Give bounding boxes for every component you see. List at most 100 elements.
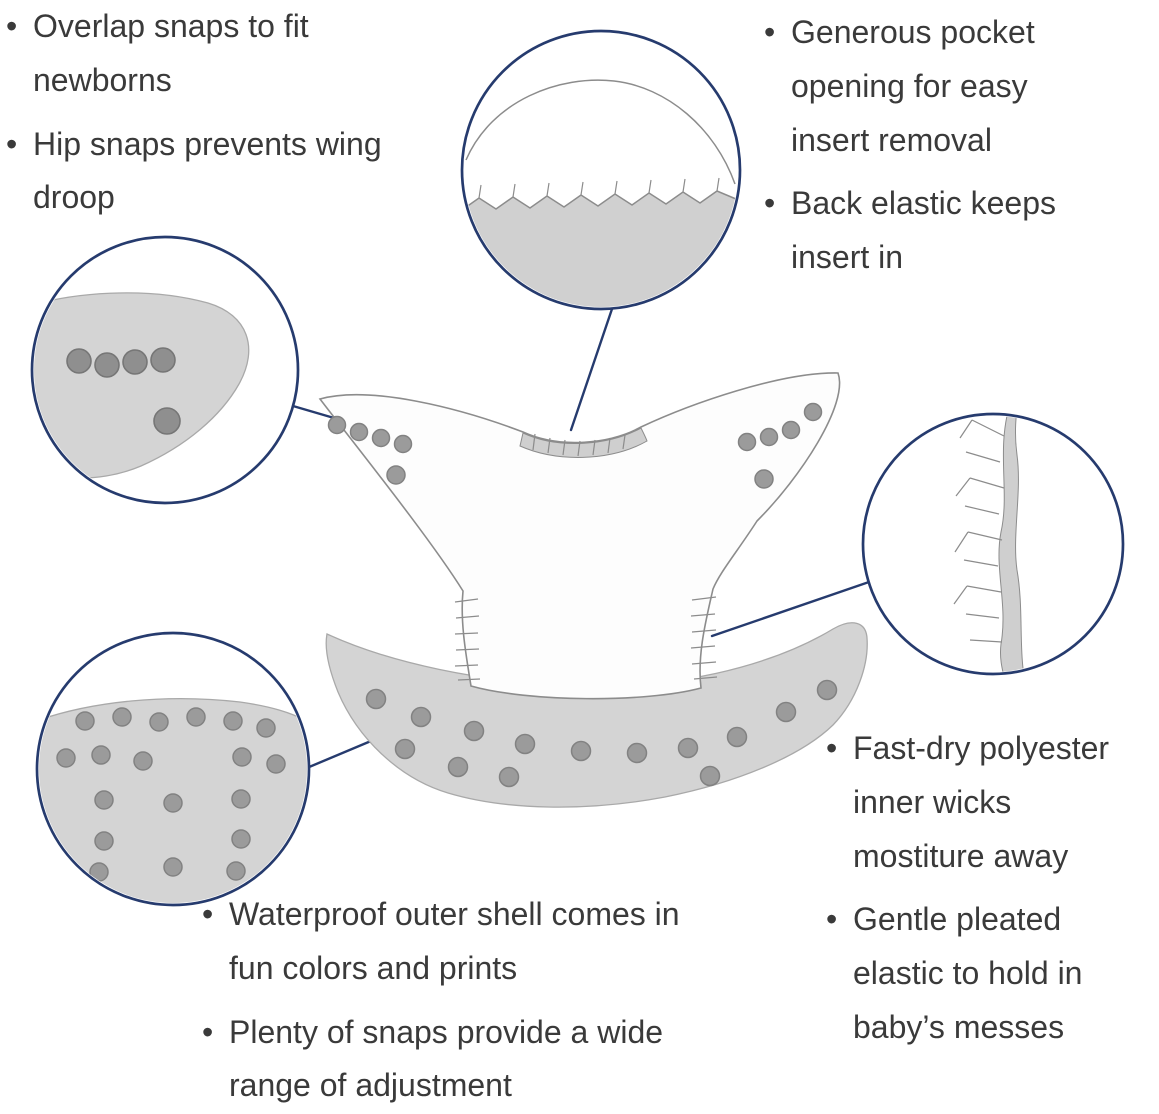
callout-pocket-opening (460, 29, 742, 311)
snap-dot (781, 420, 801, 440)
left-leg-ruffle-ticks (454, 598, 481, 681)
bullet-item: • Plenty of snaps provide a wide range o… (202, 1006, 777, 1114)
right-leg-ruffle-ticks (690, 596, 718, 680)
snap-dot (75, 711, 95, 731)
bullet-glyph: • (764, 185, 776, 222)
snap-dot (759, 427, 779, 447)
snap-dot (327, 415, 347, 435)
snap-dot (256, 718, 276, 738)
bullet-item: • Generous pocket opening for easy inser… (764, 6, 1104, 167)
snap-dot (232, 747, 252, 767)
callout-pleated-elastic (861, 412, 1125, 676)
snap-dot (133, 751, 153, 771)
elastic-gather-ticks (478, 177, 720, 199)
annotation-text: Back elastic keeps insert in (791, 185, 1057, 275)
connector-line-snap-panel (300, 739, 373, 772)
annotation-text: Fast-dry polyester inner wicks mostiture… (853, 730, 1110, 874)
snap-dot (393, 434, 413, 454)
bullet-glyph: • (764, 14, 776, 50)
pocket-lip-curve (465, 79, 736, 185)
annotation-text: Hip snaps prevents wing droop (33, 125, 382, 216)
snap-dot (514, 733, 536, 755)
snap-dot (112, 707, 132, 727)
snap-band-dots (365, 679, 838, 788)
back-elastic-line (464, 190, 737, 211)
snap-dot (775, 701, 797, 723)
snap-dot (498, 766, 520, 788)
snap-dot (677, 737, 699, 759)
diaper-body (318, 372, 841, 700)
bullet-glyph: • (6, 8, 18, 44)
snap-dot (816, 679, 838, 701)
wing-zoom-shape (34, 292, 250, 479)
snap-dot (570, 740, 592, 762)
pleat-lines (953, 419, 1005, 643)
snap-dot (122, 349, 148, 375)
diaper-outline (318, 372, 841, 700)
annotation-text: Generous pocket opening for easy insert … (791, 14, 1035, 158)
annotation-block-top-right: • Generous pocket opening for easy inser… (764, 6, 1104, 295)
snap-dot (726, 726, 748, 748)
connector-lines (291, 304, 871, 772)
bullet-glyph: • (6, 125, 18, 162)
pleated-elastic-detail (953, 416, 1027, 672)
snap-dot (226, 861, 246, 881)
annotation-text: Waterproof outer shell comes in fun colo… (229, 896, 680, 986)
annotation-block-bottom-center: • Waterproof outer shell comes in fun co… (202, 888, 777, 1114)
snap-dot (737, 432, 757, 452)
snap-dot (150, 347, 176, 373)
connector-line-elastic (710, 580, 871, 638)
snap-dot (626, 742, 648, 764)
snap-dot (231, 789, 251, 809)
snap-dot (163, 793, 183, 813)
annotation-text: Gentle pleated elastic to hold in baby’s… (853, 901, 1083, 1045)
snap-dot (447, 756, 469, 778)
bullet-item: • Overlap snaps to fit newborns (6, 0, 451, 108)
annotation-text: Plenty of snaps provide a wide range of … (229, 1013, 664, 1104)
snap-dot (231, 829, 251, 849)
snap-dot (410, 706, 432, 728)
snap-dot (266, 754, 286, 774)
snap-dot (66, 348, 92, 374)
annotation-block-right-lower: • Fast-dry polyester inner wicks mostitu… (826, 722, 1159, 1065)
callout-hip-snaps (30, 235, 300, 505)
snap-dot (365, 688, 387, 710)
bullet-item: • Hip snaps prevents wing droop (6, 118, 451, 226)
snap-dot (91, 745, 111, 765)
snap-dot (371, 428, 391, 448)
snap-dot (754, 469, 774, 489)
wing-snap-dots (327, 402, 823, 489)
snap-dot (463, 720, 485, 742)
snap-dot (163, 857, 183, 877)
bullet-glyph: • (202, 896, 214, 932)
snap-dot (56, 748, 76, 768)
bullet-item: • Waterproof outer shell comes in fun co… (202, 888, 777, 996)
snap-dot (149, 712, 169, 732)
snap-panel-detail (39, 698, 307, 903)
snap-dot (803, 402, 823, 422)
annotation-block-top-left: • Overlap snaps to fit newborns • Hip sn… (6, 0, 451, 235)
snap-dot (94, 352, 120, 378)
snap-dot (153, 407, 181, 435)
snap-dot (386, 465, 406, 485)
snap-dot (94, 831, 114, 851)
snap-dot (94, 790, 114, 810)
snap-dot (699, 765, 721, 787)
bullet-glyph: • (826, 901, 838, 938)
bullet-glyph: • (202, 1013, 214, 1050)
connector-line-hip-snaps (291, 404, 336, 420)
pocket-gather-ticks (532, 433, 626, 457)
snap-dot (394, 738, 416, 760)
connector-line-pocket (569, 304, 615, 432)
callout-circle (861, 412, 1125, 676)
elastic-strip (998, 416, 1027, 672)
panel-snap-dots (56, 707, 286, 882)
snap-dot (349, 422, 369, 442)
pocket-opening (519, 427, 648, 458)
snap-dot (186, 707, 206, 727)
bullet-item: • Fast-dry polyester inner wicks mostitu… (826, 722, 1159, 883)
bullet-item: • Gentle pleated elastic to hold in baby… (826, 893, 1159, 1054)
snap-dot (223, 711, 243, 731)
